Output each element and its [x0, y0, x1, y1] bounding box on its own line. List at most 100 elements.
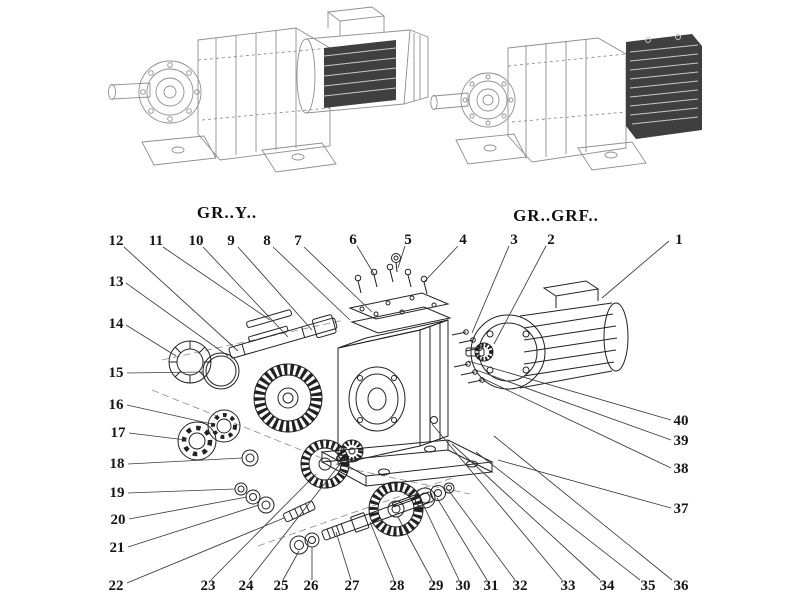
leader-19 [127, 488, 236, 494]
part-callout-25: 25 [274, 578, 289, 594]
leader-9 [237, 246, 313, 331]
part-callout-22: 22 [109, 578, 124, 594]
output-shaft [321, 491, 434, 541]
splined-shaft [282, 500, 316, 523]
input-shaft [228, 309, 338, 359]
right-gearmotor-illustration [430, 34, 702, 171]
part-callout-3: 3 [510, 232, 518, 248]
part-callout-30: 30 [456, 578, 471, 594]
part-callout-9: 9 [227, 233, 235, 249]
part-callout-33: 33 [561, 578, 576, 594]
leader-11 [162, 246, 271, 321]
leader-8 [272, 246, 351, 321]
part-callout-5: 5 [404, 232, 412, 248]
mounting-base [320, 439, 494, 487]
part-callout-4: 4 [459, 232, 467, 248]
part-callout-13: 13 [109, 274, 124, 290]
part-callout-35: 35 [641, 578, 656, 594]
part-callout-40: 40 [674, 413, 689, 429]
part-callout-32: 32 [513, 578, 528, 594]
part-callout-37: 37 [674, 501, 690, 517]
retaining-ring [202, 352, 240, 390]
part-callout-31: 31 [484, 578, 499, 594]
leader-6 [356, 245, 375, 275]
leader-1 [601, 240, 670, 299]
bearing-outer [177, 421, 217, 461]
leader-38 [483, 378, 672, 469]
leader-34 [451, 443, 601, 581]
leader-31 [436, 497, 488, 581]
leader-lines [123, 240, 673, 584]
part-callout-36: 36 [674, 578, 690, 594]
leader-32 [448, 490, 516, 581]
part-callout-8: 8 [263, 233, 271, 249]
part-callout-11: 11 [149, 233, 163, 249]
eye-bolt [391, 253, 401, 273]
leader-12 [123, 246, 239, 352]
part-callout-1: 1 [675, 232, 683, 248]
inspection-cover [348, 292, 450, 320]
hub-bolt-holes [140, 62, 200, 122]
right-model-label: GR..GRF.. [513, 206, 599, 225]
cover-bolts [354, 263, 428, 295]
part-callout-24: 24 [239, 578, 255, 594]
output-shaft-washers [289, 532, 320, 555]
part-callouts: 1 2 3 4 5 6 7 8 9 10 11 12 13 14 15 16 1… [109, 232, 690, 594]
part-callout-27: 27 [345, 578, 361, 594]
part-callout-16: 16 [109, 397, 125, 413]
leader-35 [475, 451, 641, 581]
leader-3 [471, 245, 510, 334]
compact-unit-fins [629, 34, 699, 125]
part-callout-18: 18 [110, 456, 125, 472]
oil-seal [168, 340, 212, 384]
part-callout-17: 17 [111, 425, 127, 441]
leader-23 [210, 473, 317, 581]
part-callout-10: 10 [189, 233, 204, 249]
leader-36 [493, 435, 673, 581]
part-callout-15: 15 [109, 365, 124, 381]
leader-13 [125, 282, 229, 357]
part-callout-14: 14 [109, 316, 125, 332]
output-gear [368, 481, 424, 537]
gearbox-housing [337, 319, 449, 465]
leader-25 [282, 550, 300, 581]
motor [465, 280, 629, 390]
leader-22 [126, 517, 285, 584]
part-callout-12: 12 [109, 233, 124, 249]
leader-15 [126, 371, 204, 374]
leader-10 [202, 246, 289, 338]
leader-37 [497, 459, 672, 509]
leader-5 [397, 245, 406, 269]
leader-33 [431, 423, 563, 581]
part-callout-7: 7 [294, 233, 302, 249]
leader-29 [397, 516, 433, 581]
part-callout-20: 20 [111, 512, 126, 528]
part-callout-6: 6 [349, 232, 357, 248]
leader-20 [128, 496, 248, 520]
flange-bolts-lower [453, 361, 485, 384]
left-gearmotor-illustration [108, 6, 429, 173]
leader-24 [248, 463, 341, 581]
part-callout-26: 26 [304, 578, 320, 594]
part-callout-19: 19 [110, 485, 125, 501]
hub-bolt-holes [462, 74, 514, 126]
leader-2 [493, 245, 547, 345]
part-callout-38: 38 [674, 461, 689, 477]
part-callout-21: 21 [110, 540, 125, 556]
motor-fins [323, 47, 397, 97]
part-callout-23: 23 [201, 578, 216, 594]
leader-28 [369, 521, 395, 581]
exploded-view [151, 253, 629, 555]
leader-27 [335, 531, 352, 581]
spacer-washer [241, 449, 259, 467]
part-callout-2: 2 [547, 232, 555, 248]
part-callout-39: 39 [674, 433, 689, 449]
part-callout-34: 34 [600, 578, 616, 594]
leader-30 [422, 503, 460, 581]
leader-21 [127, 504, 260, 548]
part-callout-29: 29 [429, 578, 444, 594]
bearing-inner [207, 409, 241, 443]
leader-40 [467, 360, 672, 421]
cover-gasket [350, 306, 452, 334]
